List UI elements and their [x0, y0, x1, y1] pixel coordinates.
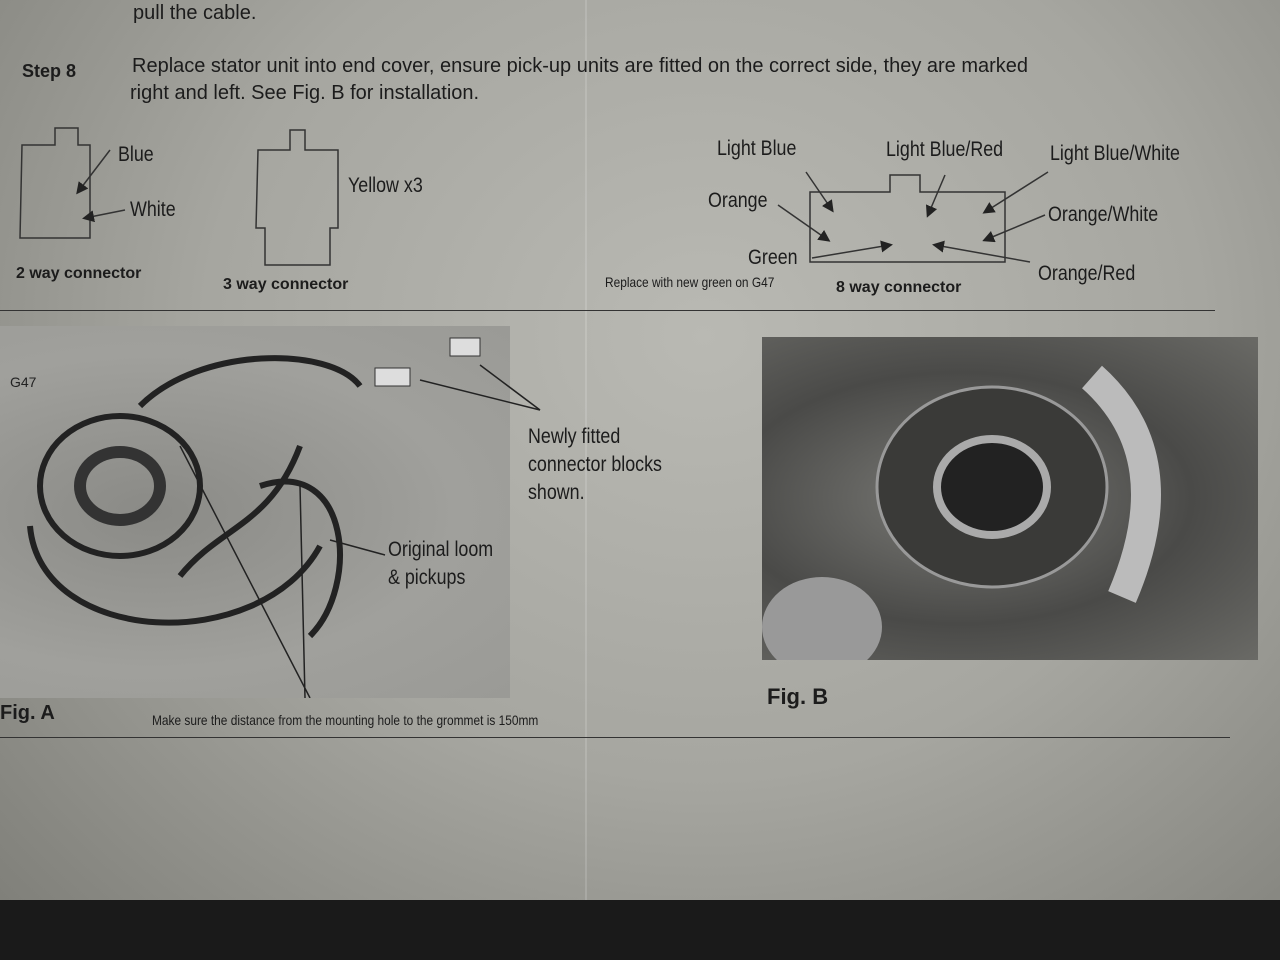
- stator-installed-drawing: [762, 365, 1161, 660]
- fig-a-label: shown.: [528, 481, 585, 504]
- fig-a-note: Make sure the distance from the mounting…: [152, 712, 539, 728]
- eight-way-title: 8 way connector: [836, 279, 962, 296]
- wire-label: Orange/Red: [1038, 262, 1136, 285]
- wire-label: Blue: [118, 143, 154, 166]
- fig-b-caption: Fig. B: [767, 684, 829, 709]
- wire-label: Light Blue/White: [1050, 142, 1180, 165]
- green-note: Replace with new green on G47: [605, 274, 775, 290]
- fig-a-label: connector blocks: [528, 453, 662, 476]
- wire-label: Light Blue: [717, 137, 797, 160]
- wire-label: Light Blue/Red: [886, 138, 1004, 161]
- table-surface: [0, 900, 1280, 960]
- three-way-title: 3 way connector: [223, 276, 349, 293]
- fig-a-label: & pickups: [388, 566, 466, 589]
- wire-label: Orange/White: [1048, 203, 1159, 226]
- fig-b-photo: [762, 337, 1258, 660]
- g47-label: G47: [10, 374, 37, 390]
- fig-a-photo: G47: [0, 326, 510, 698]
- divider: [0, 737, 1230, 738]
- two-way-connector-shape: [19, 127, 91, 239]
- divider: [0, 310, 1215, 311]
- wire-label: Green: [748, 246, 798, 269]
- fig-a-label: Original loom: [388, 538, 494, 561]
- step8-label: Step 8: [22, 61, 77, 81]
- two-way-title: 2 way connector: [16, 265, 142, 282]
- step8-line1: Replace stator unit into end cover, ensu…: [132, 55, 1029, 77]
- wire-label: White: [130, 198, 176, 221]
- fig-a-label: Newly fitted: [528, 425, 621, 448]
- eight-way-connector-shape: [809, 174, 1006, 263]
- wire-label: Yellow x3: [348, 174, 423, 197]
- three-way-connector-shape: [255, 129, 339, 266]
- fig-a-caption: Fig. A: [0, 702, 55, 724]
- page-fold: [585, 0, 587, 900]
- stator-loom-drawing: [27, 337, 481, 698]
- step7-text: pull the cable.: [133, 2, 257, 24]
- wire-label: Orange: [708, 189, 768, 212]
- step8-line2: right and left. See Fig. B for installat…: [130, 82, 480, 104]
